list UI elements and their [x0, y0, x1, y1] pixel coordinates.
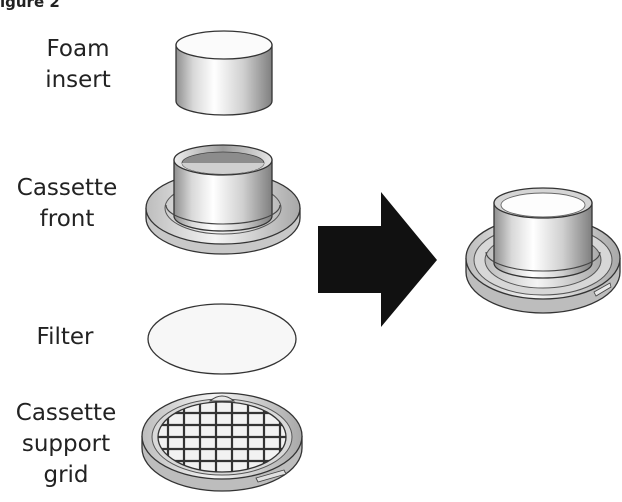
label-cassette-front: Cassette front [16, 175, 118, 232]
cassette-support-grid-part [141, 392, 303, 492]
filter-part [147, 303, 297, 375]
foam-insert-part [175, 30, 273, 116]
figure-caption: igure 2 [0, 0, 60, 11]
assembled-cassette [465, 187, 621, 314]
label-cassette-support-grid: Cassette support grid [15, 400, 117, 488]
cassette-front-part [145, 144, 301, 255]
label-foam-insert: Foam insert [45, 36, 111, 93]
assembly-arrow [318, 192, 437, 327]
label-filter: Filter [36, 324, 94, 350]
